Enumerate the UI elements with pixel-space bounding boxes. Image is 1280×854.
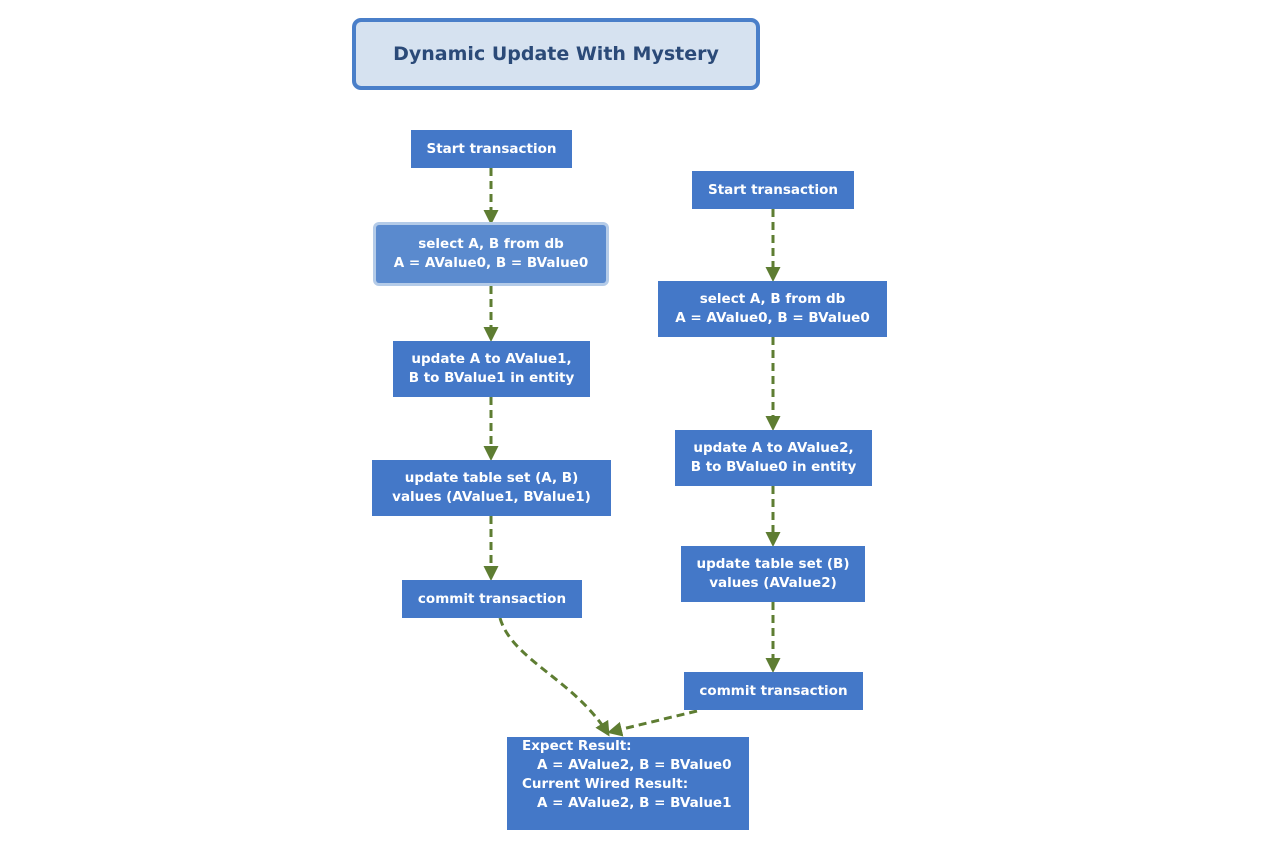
left-select-node[interactable]: select A, B from db A = AValue0, B = BVa… bbox=[376, 225, 606, 283]
left-update-table-line-1: update table set (A, B) bbox=[404, 470, 579, 486]
left-update-entity-node: update A to AValue1, B to BValue1 in ent… bbox=[393, 341, 590, 397]
right-update-entity-node: update A to AValue2, B to BValue0 in ent… bbox=[675, 430, 872, 486]
left-commit-transaction-node: commit transaction bbox=[402, 580, 582, 618]
right-commit-transaction-node: commit transaction bbox=[684, 672, 863, 710]
diagram-title: Dynamic Update With Mystery bbox=[393, 43, 719, 65]
left-select-line-2: A = AValue0, B = BValue0 bbox=[393, 255, 589, 271]
left-update-table-node: update table set (A, B) values (AValue1,… bbox=[372, 460, 611, 516]
left-select-line-1: select A, B from db bbox=[418, 236, 564, 252]
right-commit-transaction-label: commit transaction bbox=[699, 682, 848, 699]
right-update-entity-line-1: update A to AValue2, bbox=[693, 440, 854, 456]
current-result-value: A = AValue2, B = BValue1 bbox=[537, 795, 732, 811]
right-select-line-1: select A, B from db bbox=[699, 291, 846, 307]
left-commit-transaction-label: commit transaction bbox=[417, 590, 567, 607]
expect-result-value: A = AValue2, B = BValue0 bbox=[537, 757, 732, 773]
left-start-transaction-label: Start transaction bbox=[426, 140, 557, 157]
left-update-entity-line-1: update A to AValue1, bbox=[411, 351, 572, 367]
left-update-entity-line-2: B to BValue1 in entity bbox=[408, 370, 575, 386]
current-result-label: Current Wired Result: bbox=[522, 776, 689, 792]
right-select-node: select A, B from db A = AValue0, B = BVa… bbox=[658, 281, 887, 337]
expect-result-label: Expect Result: bbox=[522, 738, 632, 754]
right-update-table-line-1: update table set (B) bbox=[696, 556, 850, 572]
right-start-transaction-node: Start transaction bbox=[692, 171, 854, 209]
arrow-right-commit-to-result bbox=[607, 709, 698, 737]
diagram-title-box: Dynamic Update With Mystery bbox=[352, 18, 760, 90]
right-select-line-2: A = AValue0, B = BValue0 bbox=[675, 310, 870, 326]
right-update-entity-line-2: B to BValue0 in entity bbox=[690, 459, 857, 475]
right-update-table-line-2: values (AValue2) bbox=[709, 575, 837, 591]
result-node: Expect Result: A = AValue2, B = BValue0 … bbox=[507, 737, 749, 830]
right-start-transaction-label: Start transaction bbox=[707, 181, 839, 198]
left-start-transaction-node: Start transaction bbox=[411, 130, 572, 168]
right-update-table-node: update table set (B) values (AValue2) bbox=[681, 546, 865, 602]
left-update-table-line-2: values (AValue1, BValue1) bbox=[392, 489, 591, 505]
arrow-left-commit-to-result bbox=[498, 617, 610, 737]
